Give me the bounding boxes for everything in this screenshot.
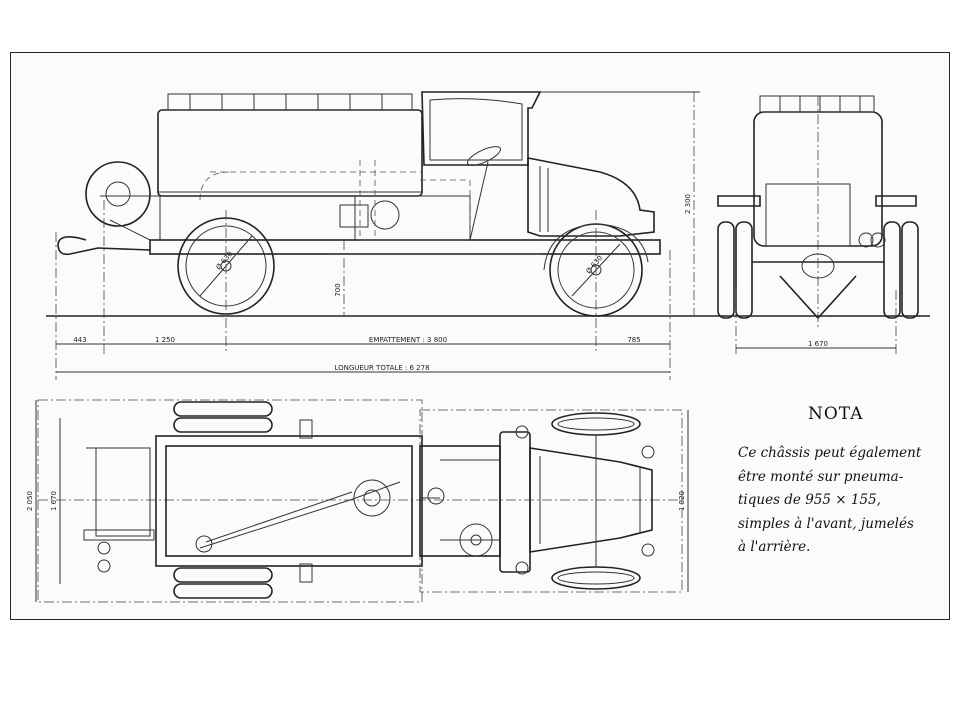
end-wheel-right-1 <box>883 221 901 319</box>
nota-title: NOTA <box>808 404 864 424</box>
plan-steering-wheel <box>459 523 493 557</box>
plan-inner-width-label: 1 670 <box>50 491 58 511</box>
end-view: 1 670 <box>717 95 919 356</box>
chassis-height-label: 700 <box>334 283 342 296</box>
tow-hook <box>57 236 151 256</box>
nota-line: simples à l'avant, jumelés <box>738 515 914 532</box>
plan-tank <box>155 435 423 567</box>
plan-hood <box>529 447 653 553</box>
front-overhang-label: 443 <box>73 336 86 344</box>
overall-height-label: 2 300 <box>684 194 692 214</box>
plan-front-wheel-top <box>551 412 641 436</box>
plan-front-wheel-bottom <box>551 566 641 590</box>
pump-housing <box>354 195 471 241</box>
plan-front-width-label: 1 820 <box>678 491 686 511</box>
plan-rear-wheel-top-2 <box>173 417 273 433</box>
end-wheel-right-2 <box>901 221 919 319</box>
nota-line: tiques de 955 × 155, <box>738 492 881 508</box>
side-view: Ø 630 Ø 630 700 2 300 443 1 250 EMPATTEM… <box>46 91 930 380</box>
plan-width-label: 2 050 <box>26 491 34 511</box>
end-wheel-left-1 <box>717 221 735 319</box>
plan-rear-wheel-top-1 <box>173 401 273 417</box>
total-length-label: LONGUEUR TOTALE : 6 278 <box>334 364 429 372</box>
end-wheel-left-2 <box>735 221 753 319</box>
rear-overhang-label: 785 <box>627 336 640 344</box>
hood <box>527 157 655 237</box>
wheelbase-label: EMPATTEMENT : 3 800 <box>369 336 447 344</box>
hose-reel <box>85 161 151 227</box>
track-width-label: 1 670 <box>808 340 828 348</box>
nota-line: à l'arrière. <box>738 539 811 555</box>
nota-line: Ce châssis peut également <box>738 445 922 461</box>
rear-section-label: 1 250 <box>155 336 175 344</box>
steering-wheel <box>466 146 502 166</box>
nota-line: être monté sur pneuma- <box>738 468 904 485</box>
nota-text: Ce châssis peut également être monté sur… <box>738 442 934 560</box>
plan-rear-wheel-bottom-1 <box>173 567 273 583</box>
plan-rear-wheel-bottom-2 <box>173 583 273 599</box>
plan-view: 2 050 1 670 1 820 <box>26 399 689 603</box>
tank-top-rail <box>167 93 413 111</box>
tank-body <box>157 109 423 197</box>
